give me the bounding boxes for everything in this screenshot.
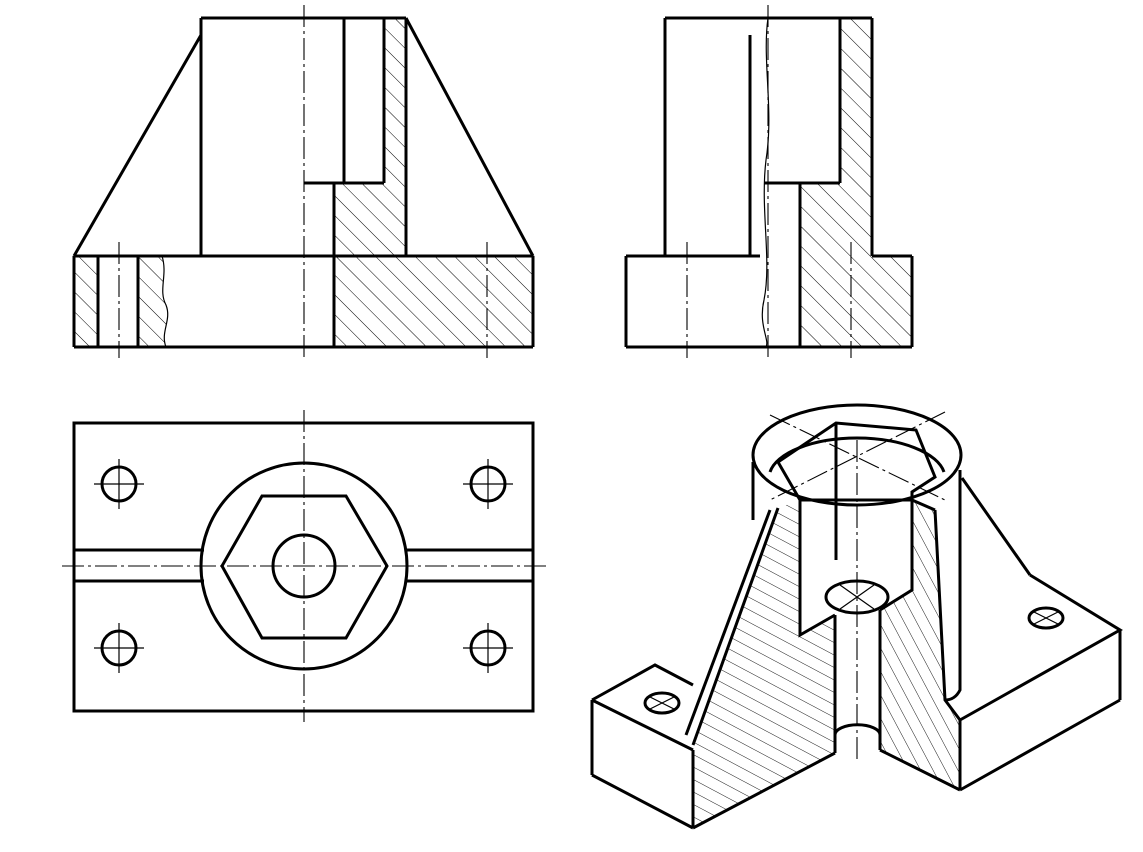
iso-outline: [590, 403, 1123, 830]
side-break-line: [761, 17, 770, 348]
side-centerlines: [686, 5, 852, 358]
front-view: [72, 5, 535, 358]
front-centerlines: [118, 5, 488, 358]
top-view: [62, 410, 546, 722]
isometric-view: [590, 403, 1123, 830]
side-outline: [624, 16, 914, 349]
iso-section-hatch: [693, 500, 960, 828]
front-break-line: [161, 255, 169, 348]
iso-hole-crosses: [649, 584, 1059, 710]
top-hole-crosshairs: [94, 459, 513, 673]
top-centerlines: [62, 410, 546, 722]
side-section-hatch: [800, 18, 912, 347]
side-view: [624, 5, 914, 358]
iso-centerlines: [769, 411, 946, 760]
front-section-hatch: [74, 18, 533, 347]
